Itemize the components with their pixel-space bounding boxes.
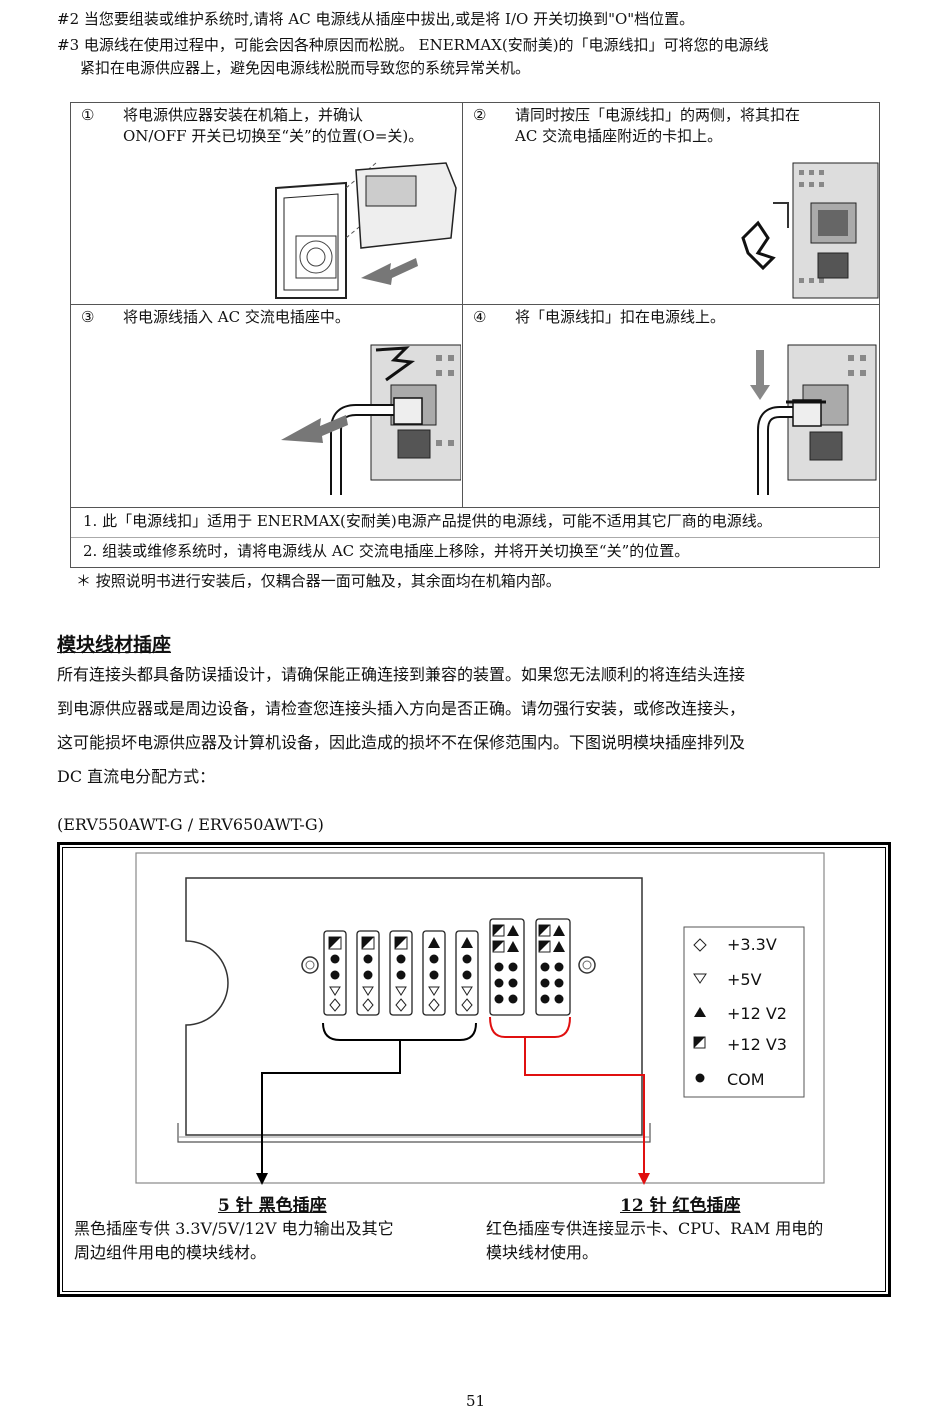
black-socket-title: 5 针 黑色插座 [218, 1196, 327, 1216]
table-divider [462, 103, 463, 507]
panel-drawing [135, 852, 825, 1185]
steps-table: ① 将电源供应器安装在机箱上，并确认 ON/OFF 开关已切换至“关”的位置(O… [70, 102, 880, 568]
psu-install-illustration [275, 162, 457, 299]
step-number: ② [473, 106, 487, 124]
table-divider [71, 507, 879, 508]
red-socket-title: 12 针 红色插座 [620, 1196, 741, 1216]
step-cell-2: ② 请同时按压「电源线扣」的两侧，将其扣在 AC 交流电插座附近的卡扣上。 [463, 103, 880, 304]
paragraph-line: 到电源供应器或是周边设备，请检查您连接头插入方向是否正确。请勿强行安装，或修改连… [57, 699, 746, 718]
step-text: AC 交流电插座附近的卡扣上。 [515, 127, 723, 145]
step-number: ① [81, 106, 95, 124]
legend-label: +3.3V [727, 935, 777, 954]
page-number: 51 [466, 1392, 486, 1410]
paragraph-line: DC 直流电分配方式： [57, 767, 216, 786]
step-text: ON/OFF 开关已切换至“关”的位置(O=关)。 [123, 127, 424, 145]
note-2: #2 当您要组装或维护系统时,请将 AC 电源线从插座中拔出,或是将 I/O 开… [57, 10, 695, 28]
black-socket-text: 黑色插座专供 3.3V/5V/12V 电力输出及其它 周边组件用电的模块线材。 [74, 1219, 394, 1262]
step-text: 将电源供应器安装在机箱上，并确认 [123, 106, 364, 124]
legend-label: +5V [727, 970, 762, 989]
footnote-divider [71, 537, 879, 538]
note-3-line1: #3 电源线在使用过程中，可能会因各种原因而松脱。 ENERMAX(安耐美)的「… [57, 36, 769, 54]
step-number: ④ [473, 308, 487, 326]
step-cell-3: ③ 将电源线插入 AC 交流电插座中。 [71, 305, 462, 507]
step-cell-4: ④ 将「电源线扣」扣在电源线上。 [463, 305, 880, 507]
step-cell-1: ① 将电源供应器安装在机箱上，并确认 ON/OFF 开关已切换至“关”的位置(O… [71, 103, 462, 304]
clip-on-cord-illustration [750, 344, 877, 495]
asterisk-note: ＊ 按照说明书进行安装后，仅耦合器一面可触及，其余面均在机箱内部。 [76, 572, 561, 590]
connector-diagram: +3.3V +5V +12 V2 +12 V3 COM 5 针 黑色插座 黑色插… [57, 842, 891, 1297]
model-label: (ERV550AWT-G / ERV650AWT-G) [57, 815, 324, 834]
paragraph-line: 这可能损坏电源供应器及计算机设备，因此造成的损坏不在保修范围内。下图说明模块插座… [57, 733, 746, 752]
cord-clip-illustration [741, 162, 879, 299]
section-title: 模块线材插座 [57, 634, 172, 656]
paragraph-line: 所有连接头都具备防误插设计，请确保能正确连接到兼容的装置。如果您无法顺利的将连结… [57, 665, 746, 684]
section-paragraph: 所有连接头都具备防误插设计，请确保能正确连接到兼容的装置。如果您无法顺利的将连结… [57, 658, 897, 794]
table-divider [71, 304, 879, 305]
legend-label: COM [727, 1070, 765, 1089]
step-text: 将「电源线扣」扣在电源线上。 [515, 308, 726, 326]
red-socket-text: 红色插座专供连接显示卡、CPU、RAM 用电的 模块线材使用。 [486, 1219, 824, 1262]
legend-label: +12 V3 [727, 1035, 787, 1054]
step-number: ③ [81, 308, 95, 326]
step-text: 请同时按压「电源线扣」的两侧，将其扣在 [515, 106, 801, 124]
footnote-1: 1. 此「电源线扣」适用于 ENERMAX(安耐美)电源产品提供的电源线，可能不… [83, 512, 772, 530]
plug-cord-illustration [281, 344, 461, 495]
step-text: 将电源线插入 AC 交流电插座中。 [123, 308, 350, 326]
note-3-line2: 紧扣在电源供应器上，避免因电源线松脱而导致您的系统异常关机。 [80, 59, 531, 77]
footnote-2: 2. 组装或维修系统时，请将电源线从 AC 交流电插座上移除，并将开关切换至“关… [83, 542, 690, 560]
legend-label: +12 V2 [727, 1004, 787, 1023]
